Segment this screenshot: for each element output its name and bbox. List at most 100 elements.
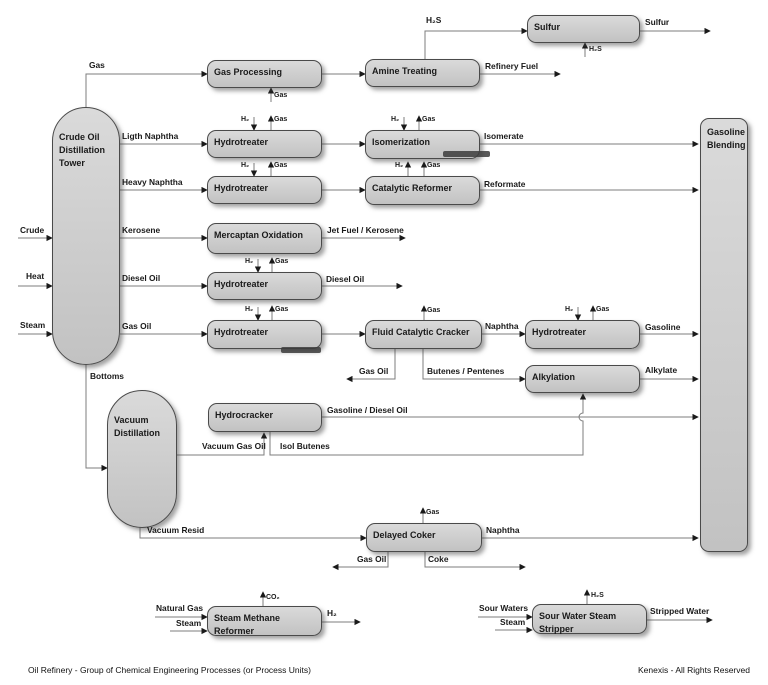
stream-label: Ligth Naphtha <box>122 131 179 141</box>
stream-label: Heat <box>26 271 45 281</box>
stream-label: Naphtha <box>486 525 520 535</box>
stream-label: Heavy Naphtha <box>122 177 183 187</box>
gasoline-blending-label: Gasoline Blending <box>707 127 746 151</box>
gas-out-ht-diesel-label: Gas <box>275 258 289 265</box>
h2-in-ht-gasoil-label: H₂ <box>245 306 254 313</box>
stream-label: Vacuum Gas Oil <box>202 441 266 451</box>
hydrocracker: Hydrocracker <box>208 403 322 432</box>
gas-processing-label: Gas Processing <box>214 67 283 77</box>
hydrotreater-gas-oil-label: Hydrotreater <box>214 327 269 337</box>
sulfur-unit: Sulfur <box>527 15 640 43</box>
stream-label: Vacuum Resid <box>147 525 205 535</box>
diagram-caption: Oil Refinery - Group of Chemical Enginee… <box>28 665 311 675</box>
crude-distillation-tower-label: Crude Oil Distillation Tower <box>59 132 106 169</box>
stream-label: Crude <box>20 225 45 235</box>
mercaptan-oxidation-label: Mercaptan Oxidation <box>214 230 304 240</box>
h2s-into-sulfur-label: H₂S <box>589 46 602 53</box>
catalytic-reformer: Catalytic Reformer <box>365 176 480 205</box>
crude-distillation-tower: Crude Oil Distillation Tower <box>52 107 120 365</box>
amine-treating: Amine Treating <box>365 59 480 87</box>
fluid-catalytic-cracker-label: Fluid Catalytic Cracker <box>372 327 470 337</box>
stream-label: Naphtha <box>485 321 519 331</box>
stream-label: Gasoline <box>645 322 681 332</box>
h2-out-reformer-label: H₂ <box>395 162 404 169</box>
stream-label: Gas Oil <box>357 554 387 564</box>
alkylation-label: Alkylation <box>532 372 576 382</box>
stream-label: Kerosene <box>122 225 161 235</box>
hydrotreater-diesel: Hydrotreater <box>207 272 322 300</box>
coker-gas-oil-out <box>332 552 389 571</box>
alkylation: Alkylation <box>525 365 640 393</box>
vacuum-resid-line <box>139 526 367 542</box>
gasoline-blending: Gasoline Blending <box>700 118 748 552</box>
coke-out <box>424 552 526 571</box>
h2-in-ht-heavy-label: H₂ <box>241 162 250 169</box>
stream-label: Steam <box>500 617 526 627</box>
h2-in-ht-fcc-label: H₂ <box>565 306 574 313</box>
h2s-out-swss-label: H₂S <box>591 592 604 599</box>
gas-out-ht-heavy-label: Gas <box>274 162 288 169</box>
gas-processing: Gas Processing <box>207 60 322 88</box>
hydrotreater-heavy-naphtha: Hydrotreater <box>207 176 322 204</box>
fluid-catalytic-cracker: Fluid Catalytic Cracker <box>365 320 482 349</box>
gas-out-ht-fcc-label: Gas <box>596 306 610 313</box>
hydrotreater-fcc-naphtha-label: Hydrotreater <box>532 327 587 337</box>
gas-to-gas-processing <box>85 70 208 108</box>
gas-out-isomerization-label: Gas <box>422 116 436 123</box>
hydrotreater-heavy-naphtha-label: Hydrotreater <box>214 183 269 193</box>
sour-water-steam-stripper: Sour Water Steam Stripper <box>532 604 647 634</box>
stream-label: Gas Oil <box>122 321 152 331</box>
hydrotreater-light-naphtha-label: Hydrotreater <box>214 137 269 147</box>
isol-butenes-line <box>269 393 587 456</box>
h2-in-isomerization-label: H₂ <box>391 116 400 123</box>
delayed-coker-label: Delayed Coker <box>373 530 436 540</box>
amine-treating-label: Amine Treating <box>372 66 438 76</box>
stream-label: Jet Fuel / Kerosene <box>327 225 404 235</box>
h2-in-ht-light-label: H₂ <box>241 116 250 123</box>
fcc-gas-oil-out <box>346 349 396 383</box>
stream-label: Diesel Oil <box>326 274 365 284</box>
delayed-coker: Delayed Coker <box>366 523 482 552</box>
stream-label: Natural Gas <box>156 603 204 613</box>
isomerization-label: Isomerization <box>372 137 431 147</box>
stream-label: Stripped Water <box>650 606 710 616</box>
gas-out-ht-gasoil-label: Gas <box>275 306 289 313</box>
butenes-pentenes-line <box>422 349 526 383</box>
micro-watermark <box>443 151 490 157</box>
vacuum-gas-oil-line <box>177 432 268 456</box>
sulfur-unit-label: Sulfur <box>534 22 560 32</box>
hydrotreater-gas-oil: Hydrotreater <box>207 320 322 349</box>
stream-label: Bottoms <box>90 371 124 381</box>
co2-out-smr-label: CO₂ <box>266 594 280 601</box>
stream-label: Gas Oil <box>359 366 389 376</box>
vacuum-distillation-label: Vacuum Distillation <box>114 415 161 439</box>
sour-water-steam-stripper-label: Sour Water Steam Stripper <box>539 611 617 635</box>
stream-label: Diesel Oil <box>122 273 161 283</box>
stream-label: Steam <box>20 320 46 330</box>
stream-label: Steam <box>176 618 202 628</box>
hydrotreater-fcc-naphtha: Hydrotreater <box>525 320 640 349</box>
stream-label: Gas <box>89 60 105 70</box>
stream-label: Sulfur <box>645 17 670 27</box>
hydrotreater-diesel-label: Hydrotreater <box>214 279 269 289</box>
copyright-text: Kenexis - All Rights Reserved <box>638 665 750 675</box>
stream-label: Butenes / Pentenes <box>427 366 505 376</box>
stream-label: Sour Waters <box>479 603 529 613</box>
stream-label: Alkylate <box>645 365 678 375</box>
stream-label: Refinery Fuel <box>485 61 539 71</box>
hydrocracker-label: Hydrocracker <box>215 410 274 420</box>
bottoms-line <box>85 365 108 472</box>
steam-methane-reformer: Steam Methane Reformer <box>207 606 322 636</box>
stream-label: Reformate <box>484 179 526 189</box>
gas-out-coker-label: Gas <box>426 509 440 516</box>
gas-return-gas-processing-label: Gas <box>274 92 288 99</box>
mercaptan-oxidation: Mercaptan Oxidation <box>207 223 322 254</box>
vacuum-distillation: Vacuum Distillation <box>107 390 177 528</box>
h2s-to-sulfur <box>424 27 528 59</box>
gas-out-fcc-label: Gas <box>427 307 441 314</box>
stream-label: Coke <box>428 554 449 564</box>
stream-label: H₂S <box>426 15 442 25</box>
h2-in-ht-diesel-label: H₂ <box>245 258 254 265</box>
